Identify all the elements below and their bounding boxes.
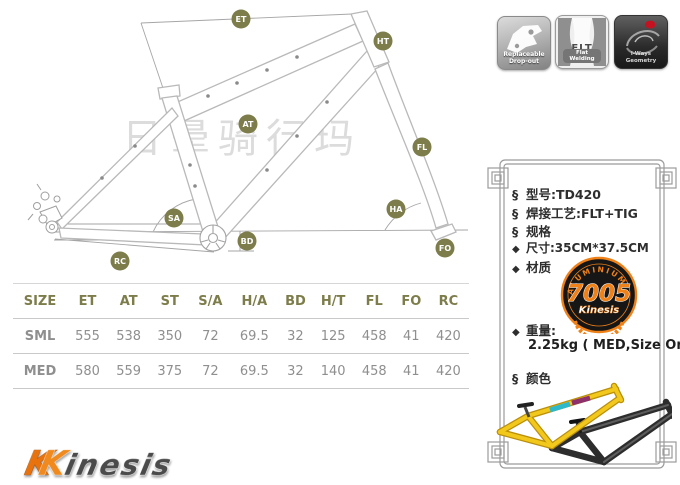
rear-dropout-parts bbox=[27, 183, 63, 234]
col-ha: H/A bbox=[230, 283, 279, 319]
swirl-icon bbox=[626, 20, 660, 55]
col-fl: FL bbox=[353, 283, 395, 319]
corner-knot-tr bbox=[655, 167, 677, 189]
badge-brand: Kinesis bbox=[579, 305, 619, 316]
label-fo: FO bbox=[435, 238, 455, 258]
svg-text:HT: HT bbox=[377, 37, 390, 46]
spec-panel: §型号:TD420 §焊接工艺:FLT+TIG §规格 ◆尺寸:35CM*37.… bbox=[486, 154, 680, 478]
badge-bottom-arc bbox=[573, 320, 625, 334]
svg-text:BD: BD bbox=[241, 237, 254, 246]
col-rc: RC bbox=[427, 283, 469, 319]
badge-subtitle: Flat Welding bbox=[563, 49, 601, 63]
col-st: ST bbox=[149, 283, 191, 319]
diagram-labels: ET HT AT SA BD RC FL HA FO bbox=[110, 9, 455, 271]
aluminium-7005-badge: ALUMINIUM 7005 Kinesis bbox=[560, 256, 638, 334]
spec-weight-value: 2.25kg ( MED,Size Only) bbox=[528, 338, 680, 353]
svg-text:SA: SA bbox=[168, 214, 181, 223]
label-ht: HT bbox=[373, 31, 393, 51]
dropout-icon bbox=[507, 25, 542, 53]
svg-text:FL: FL bbox=[417, 143, 428, 152]
table-header-row: SIZE ET AT ST S/A H/A BD H/T FL FO RC bbox=[13, 283, 469, 319]
flat-welding-badge: FLT Flat Welding bbox=[555, 15, 609, 69]
col-ht: H/T bbox=[312, 283, 354, 319]
col-bd: BD bbox=[278, 283, 313, 319]
spec-welding: §焊接工艺:FLT+TIG bbox=[512, 206, 638, 221]
logo-rest: inesis bbox=[62, 448, 176, 482]
kinesis-logo: K K inesis bbox=[21, 444, 176, 484]
col-fo: FO bbox=[394, 283, 428, 319]
label-bd: BD bbox=[237, 231, 257, 251]
corner-knot-br bbox=[655, 441, 677, 463]
spec-weight-head: ◆重量: bbox=[512, 323, 556, 338]
replaceable-dropout-badge: Replaceable Drop-out bbox=[497, 16, 551, 70]
badge-text: Replaceable bbox=[503, 51, 545, 58]
label-et: ET bbox=[231, 9, 251, 29]
color-frames bbox=[496, 382, 672, 466]
frame-tubes bbox=[56, 10, 457, 246]
svg-text:AT: AT bbox=[242, 120, 254, 129]
label-sa: SA bbox=[164, 208, 184, 228]
label-fl: FL bbox=[412, 137, 432, 157]
spec-size-head: §规格 bbox=[512, 224, 552, 239]
badge-text: Drop-out bbox=[508, 57, 540, 65]
cable-guides bbox=[100, 55, 329, 188]
badge-title: FLT bbox=[556, 43, 608, 54]
geometry-table: SIZE ET AT ST S/A H/A BD H/T FL FO RC SM… bbox=[13, 283, 469, 389]
geometry-badge: i-Ways Geometry bbox=[614, 15, 668, 69]
label-at: AT bbox=[238, 114, 258, 134]
svg-text:HA: HA bbox=[390, 205, 404, 214]
svg-text:RC: RC bbox=[114, 257, 126, 266]
label-rc: RC bbox=[110, 251, 130, 271]
label-ha: HA bbox=[386, 199, 406, 219]
corner-knot-bl bbox=[487, 441, 509, 463]
ornate-border bbox=[487, 159, 677, 469]
col-et: ET bbox=[67, 283, 109, 319]
col-size: SIZE bbox=[13, 283, 67, 319]
svg-text:FO: FO bbox=[439, 244, 451, 253]
spec-material: ◆材质 bbox=[512, 260, 552, 275]
col-sa: S/A bbox=[190, 283, 231, 319]
frame-geometry-diagram: 日晕骑行玛 bbox=[27, 9, 469, 271]
bottom-bracket bbox=[199, 224, 227, 252]
spec-color-head: §颜色 bbox=[512, 371, 552, 386]
yellow-frame bbox=[496, 382, 625, 450]
table-row: MED 580 559 375 72 69.5 32 140 458 41 42… bbox=[13, 353, 469, 389]
col-at: AT bbox=[108, 283, 150, 319]
badge-text: i-Ways bbox=[630, 51, 652, 57]
table-row: SML 555 538 350 72 69.5 32 125 458 41 42… bbox=[13, 318, 469, 354]
svg-text:ET: ET bbox=[236, 15, 247, 24]
badge-text: Geometry bbox=[625, 57, 657, 64]
spec-dimensions: ◆尺寸:35CM*37.5CM bbox=[512, 241, 649, 255]
badge-7005-number: 7005 bbox=[567, 281, 631, 307]
spec-model: §型号:TD420 bbox=[512, 187, 601, 202]
corner-knot-tl bbox=[487, 167, 509, 189]
